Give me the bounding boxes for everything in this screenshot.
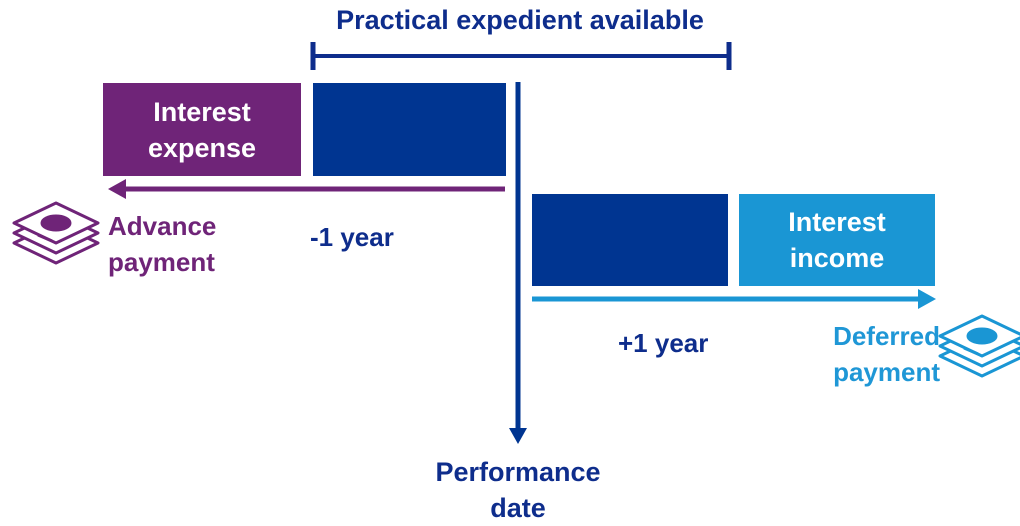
deferred-payment-label: Deferred payment [833,321,940,387]
money-stack-icon [12,201,100,265]
performance-date-arrowhead [509,428,527,444]
plus-one-year-label: +1 year [618,328,709,358]
navy-block-left [313,83,506,176]
minus-one-year-label: -1 year [310,222,394,252]
navy-block-right [532,194,728,286]
interest-expense-box: Interest expense [103,83,301,176]
advance-arrowhead [108,179,126,199]
interest-income-label: Interest income [788,207,886,273]
interest-expense-label: Interest expense [147,96,257,163]
interest-income-box: Interest income [739,194,935,286]
advance-payment-label: Advance payment [108,211,217,277]
money-stack-icon [938,314,1020,378]
performance-date-label: Performance date [435,457,601,523]
deferred-arrowhead [918,289,936,309]
diagram-title: Practical expedient available [336,5,704,35]
